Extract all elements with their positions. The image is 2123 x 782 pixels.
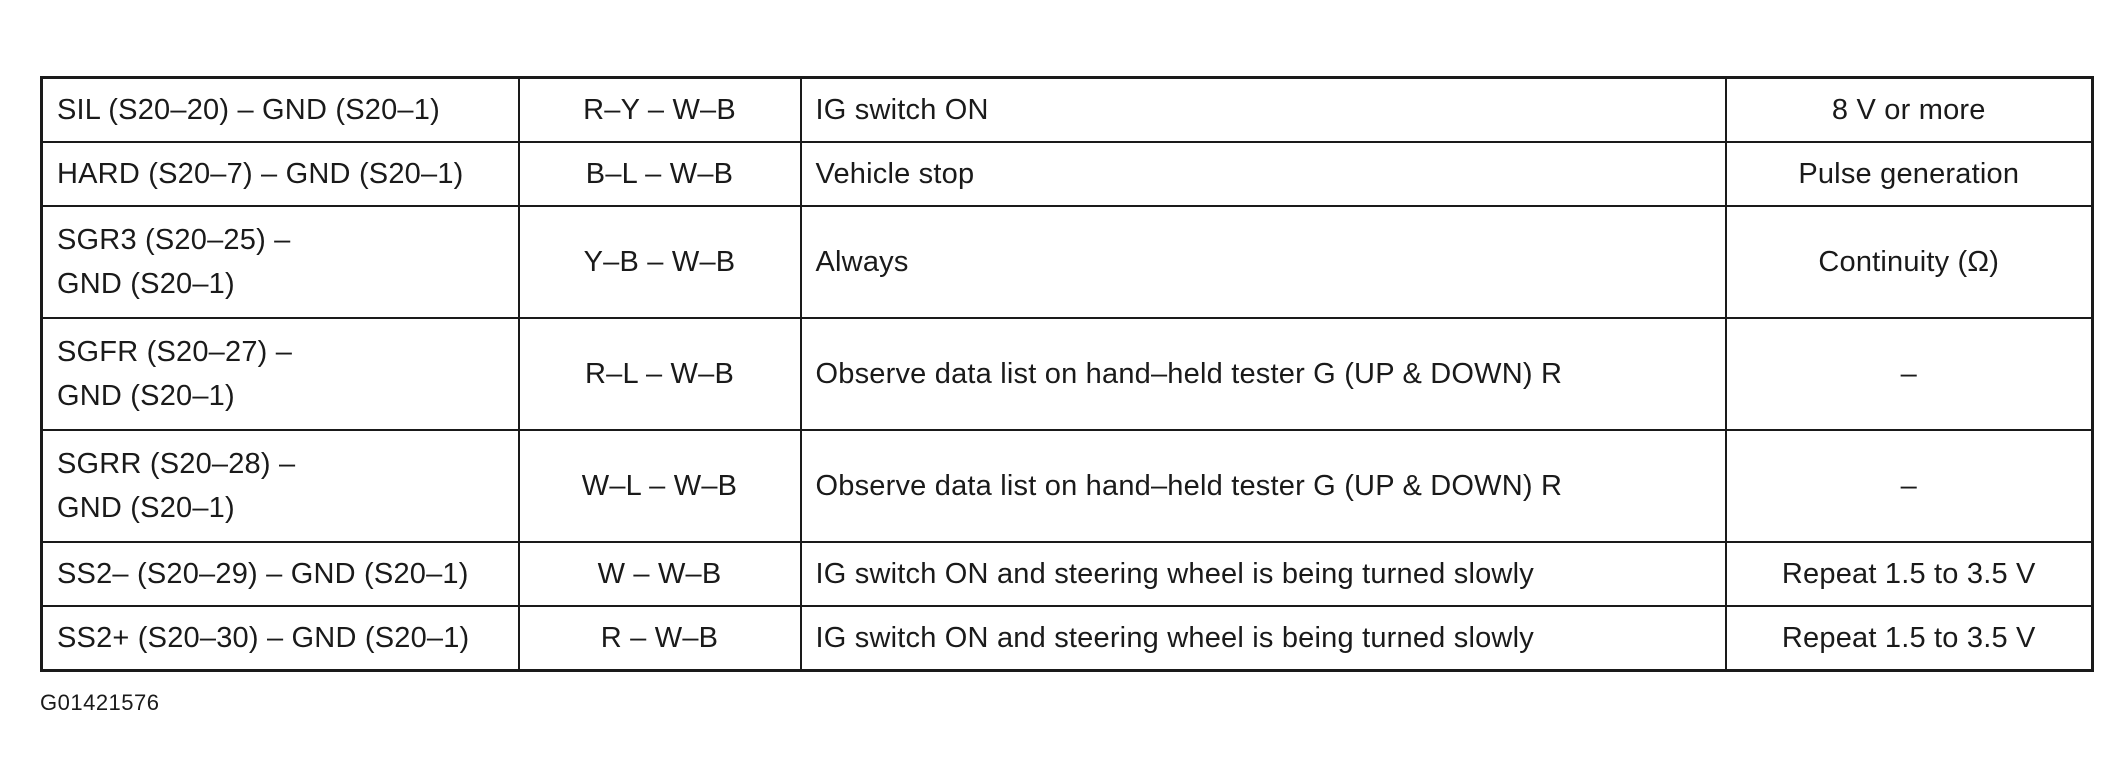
specified-condition-cell: 8 V or more (1724, 76, 2094, 143)
wire-color-cell: W – W–B (517, 541, 802, 607)
wire-color-cell: W–L – W–B (517, 429, 802, 543)
condition-cell: IG switch ON (799, 76, 1727, 143)
condition-cell: Vehicle stop (799, 141, 1727, 207)
condition-cell: IG switch ON and steering wheel is being… (799, 605, 1727, 672)
specified-condition-cell: Repeat 1.5 to 3.5 V (1724, 541, 2094, 607)
terminal-connection-cell: SS2– (S20–29) – GND (S20–1) (40, 541, 520, 607)
terminal-spec-table: SIL (S20–20) – GND (S20–1) R–Y – W–B IG … (40, 76, 2094, 672)
specified-condition-cell: – (1724, 317, 2094, 431)
condition-cell: Observe data list on hand–held tester G … (799, 317, 1727, 431)
condition-cell: IG switch ON and steering wheel is being… (799, 541, 1727, 607)
wire-color-cell: R–L – W–B (517, 317, 802, 431)
table-row: SS2+ (S20–30) – GND (S20–1) R – W–B IG s… (40, 605, 2094, 672)
terminal-connection-cell: SIL (S20–20) – GND (S20–1) (40, 76, 520, 143)
terminal-connection-cell: SS2+ (S20–30) – GND (S20–1) (40, 605, 520, 672)
condition-cell: Always (799, 205, 1727, 319)
condition-cell: Observe data list on hand–held tester G … (799, 429, 1727, 543)
wire-color-cell: R–Y – W–B (517, 76, 802, 143)
table-row: SGFR (S20–27) – GND (S20–1) R–L – W–B Ob… (40, 317, 2094, 431)
terminal-connection-cell: SGR3 (S20–25) – GND (S20–1) (40, 205, 520, 319)
wire-color-cell: Y–B – W–B (517, 205, 802, 319)
figure-id-label: G01421576 (40, 690, 160, 715)
table-row: SS2– (S20–29) – GND (S20–1) W – W–B IG s… (40, 541, 2094, 607)
wire-color-cell: B–L – W–B (517, 141, 802, 207)
terminal-connection-cell: HARD (S20–7) – GND (S20–1) (40, 141, 520, 207)
terminal-connection-cell: SGFR (S20–27) – GND (S20–1) (40, 317, 520, 431)
specified-condition-cell: Repeat 1.5 to 3.5 V (1724, 605, 2094, 672)
table-row: SGR3 (S20–25) – GND (S20–1) Y–B – W–B Al… (40, 205, 2094, 319)
table-row: HARD (S20–7) – GND (S20–1) B–L – W–B Veh… (40, 141, 2094, 207)
specified-condition-cell: Continuity (Ω) (1724, 205, 2094, 319)
terminal-connection-cell: SGRR (S20–28) – GND (S20–1) (40, 429, 520, 543)
specified-condition-cell: – (1724, 429, 2094, 543)
table-row: SGRR (S20–28) – GND (S20–1) W–L – W–B Ob… (40, 429, 2094, 543)
specified-condition-cell: Pulse generation (1724, 141, 2094, 207)
terminal-spec-table-container: SIL (S20–20) – GND (S20–1) R–Y – W–B IG … (40, 76, 2094, 672)
table-row: SIL (S20–20) – GND (S20–1) R–Y – W–B IG … (40, 76, 2094, 143)
wire-color-cell: R – W–B (517, 605, 802, 672)
